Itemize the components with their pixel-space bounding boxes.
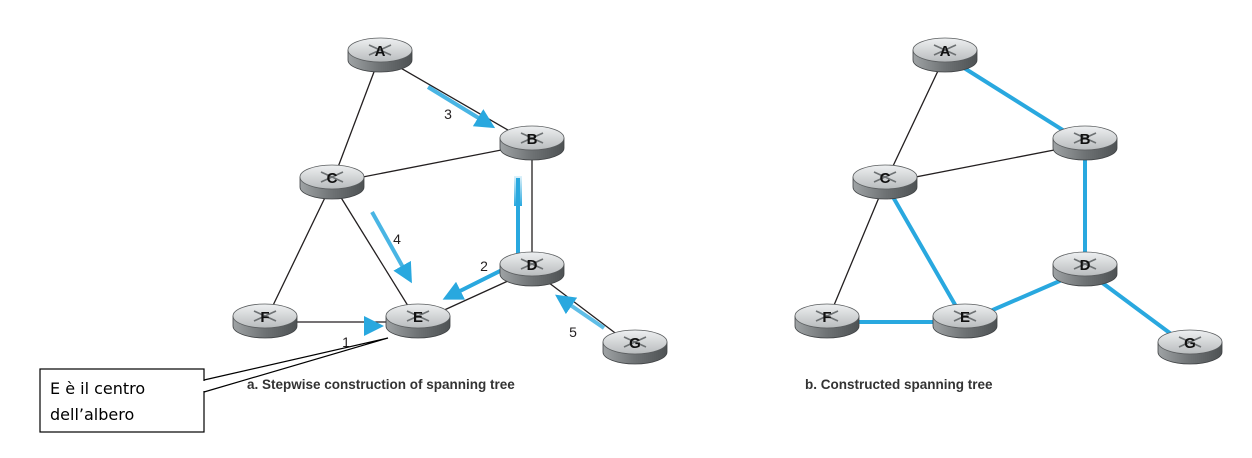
router-b-node-f: F bbox=[794, 303, 860, 339]
router-label: F bbox=[822, 309, 831, 326]
router-a-node-b: B bbox=[499, 125, 565, 161]
edge-c-b bbox=[331, 143, 533, 184]
router-label: G bbox=[1184, 335, 1196, 352]
router-label: E bbox=[413, 309, 423, 326]
router-a-node-c: C bbox=[299, 164, 365, 200]
diagram-a-routers: A B C D E F G bbox=[232, 37, 668, 365]
router-arrows-icon bbox=[953, 310, 977, 322]
diagram-b-edges bbox=[826, 55, 1086, 323]
tree-edge-a-b bbox=[943, 54, 1087, 146]
router-arrows-icon bbox=[815, 310, 839, 322]
router-label: G bbox=[629, 335, 641, 352]
edge-b-a-c bbox=[884, 55, 946, 184]
router-a-node-d: D bbox=[499, 251, 565, 287]
edge-b-c-f bbox=[826, 182, 886, 323]
router-a-node-f: F bbox=[232, 303, 298, 339]
diagram-b-tree-edges bbox=[825, 54, 1192, 350]
callout-line-2: dell’albero bbox=[50, 405, 134, 424]
router-b-node-b: B bbox=[1052, 125, 1118, 161]
router-a-node-a: A bbox=[347, 37, 413, 73]
router-label: B bbox=[527, 131, 538, 148]
router-arrows-icon bbox=[368, 44, 392, 56]
router-arrows-icon bbox=[520, 258, 544, 270]
step-arrow-3 bbox=[426, 85, 496, 129]
callout-line-1: E è il centro bbox=[50, 379, 145, 398]
diagram-a-step-arrows: 1 2 3 4 5 bbox=[312, 85, 606, 350]
router-label: E bbox=[960, 309, 970, 326]
router-a-node-e: E bbox=[385, 303, 451, 339]
edge-c-e bbox=[331, 182, 419, 323]
caption-a: a. Stepwise construction of spanning tre… bbox=[247, 377, 515, 392]
step-arrow-2-fade bbox=[514, 176, 522, 206]
edge-c-f bbox=[264, 182, 333, 323]
step-label-3: 3 bbox=[444, 106, 452, 122]
router-arrows-icon bbox=[1073, 258, 1097, 270]
router-label: C bbox=[327, 170, 338, 187]
edge-a-b bbox=[379, 55, 533, 145]
diagram-a-edges bbox=[264, 55, 636, 349]
step-label-1: 1 bbox=[342, 334, 350, 350]
router-b-node-g: G bbox=[1157, 329, 1223, 365]
router-label: A bbox=[940, 43, 951, 60]
router-b-node-c: C bbox=[852, 164, 918, 200]
router-arrows-icon bbox=[1178, 336, 1202, 348]
step-label-4: 4 bbox=[393, 231, 401, 247]
router-arrows-icon bbox=[406, 310, 430, 322]
router-label: C bbox=[880, 170, 891, 187]
router-label: D bbox=[527, 257, 538, 274]
router-b-node-e: E bbox=[932, 303, 998, 339]
callout-pointer bbox=[203, 337, 389, 393]
router-arrows-icon bbox=[520, 132, 544, 144]
router-a-node-g: G bbox=[602, 329, 668, 365]
caption-b: b. Constructed spanning tree bbox=[805, 377, 993, 392]
router-arrows-icon bbox=[1073, 132, 1097, 144]
router-label: D bbox=[1080, 257, 1091, 274]
edge-a-c bbox=[331, 55, 381, 184]
router-arrows-icon bbox=[873, 171, 897, 183]
router-arrows-icon bbox=[320, 171, 344, 183]
router-arrows-icon bbox=[933, 44, 957, 56]
step-label-5: 5 bbox=[569, 324, 577, 340]
step-label-2: 2 bbox=[480, 258, 488, 274]
router-label: F bbox=[260, 309, 269, 326]
router-arrows-icon bbox=[253, 310, 277, 322]
callout-box bbox=[39, 368, 205, 433]
edge-b-c-b bbox=[884, 143, 1086, 184]
tree-edge-c-e bbox=[883, 181, 967, 324]
diagram-a: 1 2 3 4 5 A B C D E F G a. Stepwise cons… bbox=[232, 37, 668, 392]
router-label: B bbox=[1080, 131, 1091, 148]
step-arrow-4 bbox=[370, 211, 412, 284]
step-arrow-5 bbox=[555, 294, 606, 330]
router-b-node-d: D bbox=[1052, 251, 1118, 287]
callout: E è il centro dell’albero bbox=[39, 337, 389, 433]
diagram-b: A B C D E F G b. Constructed spanning tr… bbox=[794, 37, 1223, 392]
router-b-node-a: A bbox=[912, 37, 978, 73]
router-arrows-icon bbox=[623, 336, 647, 348]
diagram-b-routers: A B C D E F G bbox=[794, 37, 1223, 365]
router-label: A bbox=[375, 43, 386, 60]
